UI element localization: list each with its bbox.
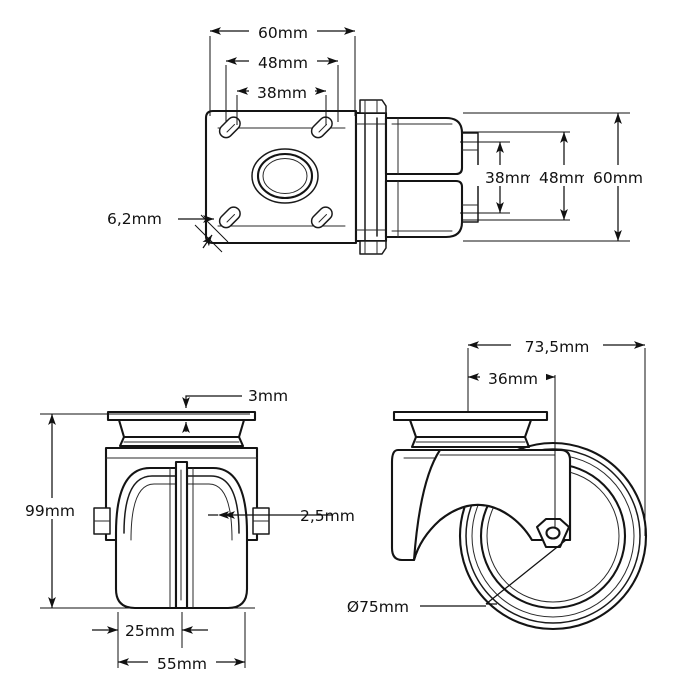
top-view-vertical-dimensions: 38mm 48mm 60mm [460, 112, 652, 242]
front-view-dimensions: 3mm 99mm 2,5mm 25mm 55mm [16, 387, 355, 673]
top-view-swivel-ring [251, 148, 319, 204]
dim-label-48mm-top: 48mm [258, 54, 308, 72]
front-view-axle-cap-right [252, 507, 270, 535]
top-view-group [204, 99, 479, 255]
top-view-horizontal-dimensions: 60mm 48mm 38mm [209, 20, 356, 125]
side-view-fork-overlay [412, 448, 572, 562]
dim-label-60mm-top: 60mm [258, 24, 308, 42]
bolt-slot-bottom-left [218, 206, 241, 229]
top-view-kingpin-bolt-bottom [359, 240, 387, 255]
dim-label-6-2mm: 6,2mm [107, 210, 162, 228]
dim-label-25mm: 25mm [125, 622, 175, 640]
dim-label-3mm: 3mm [248, 387, 288, 405]
bolt-slot-top-left [218, 116, 241, 139]
side-view-dimensions: 73,5mm 36mm Ø75mm [347, 334, 646, 616]
top-view-bolt-slots [218, 116, 333, 229]
side-view-top-plate [392, 410, 549, 422]
dim-label-99mm: 99mm [25, 502, 75, 520]
top-view-fork-body [354, 111, 388, 243]
bolt-slot-top-right [310, 116, 333, 139]
dim-label-2-5mm: 2,5mm [300, 507, 355, 525]
front-view-wheel-divider [174, 460, 189, 610]
top-view-kingpin-bolt-top [359, 99, 387, 114]
dim-label-48mm-right: 48mm [539, 169, 589, 187]
dim-label-60mm-right: 60mm [593, 169, 643, 187]
top-view-slot-width-callout: 6,2mm [107, 210, 229, 253]
side-view-swivel-bearing [408, 418, 533, 449]
side-view-group [390, 410, 648, 631]
dim-label-diameter-75mm: Ø75mm [347, 598, 409, 616]
side-view-hex-axle-nut [535, 517, 571, 549]
dim-label-38mm-right: 38mm [485, 169, 535, 187]
dim-label-73-5mm: 73,5mm [525, 338, 590, 356]
top-view-twin-wheels [384, 116, 464, 239]
front-view-wheel-left [114, 466, 178, 610]
dim-label-55mm: 55mm [157, 655, 207, 673]
front-view-wheel-right [185, 466, 249, 610]
front-view-axle-cap-left [93, 507, 111, 535]
dim-label-36mm: 36mm [488, 370, 538, 388]
top-view-axle-band [461, 132, 479, 223]
front-view-swivel-bearing [117, 418, 246, 448]
bolt-slot-bottom-right [310, 206, 333, 229]
front-view-top-plate [106, 410, 257, 422]
dim-label-38mm-top: 38mm [257, 84, 307, 102]
front-view-group [93, 410, 270, 610]
